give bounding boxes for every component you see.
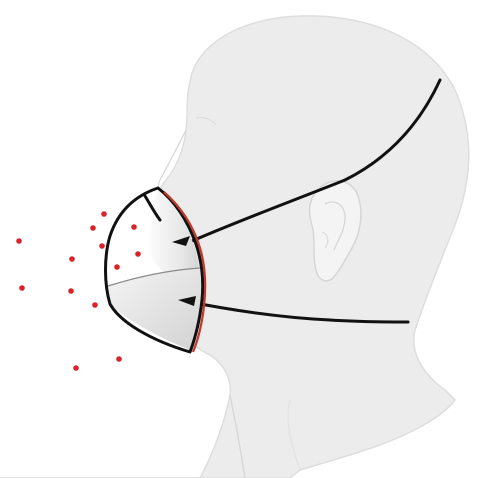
droplet bbox=[19, 285, 25, 291]
head-shape bbox=[0, 16, 469, 478]
droplet bbox=[69, 256, 75, 262]
droplet bbox=[114, 264, 120, 270]
droplet bbox=[99, 243, 105, 249]
droplet bbox=[135, 251, 141, 257]
droplet bbox=[16, 238, 22, 244]
droplet bbox=[92, 302, 98, 308]
droplet bbox=[116, 356, 122, 362]
droplet bbox=[90, 225, 96, 231]
droplet bbox=[131, 224, 137, 230]
droplet bbox=[73, 365, 79, 371]
droplet bbox=[101, 211, 107, 217]
head-silhouette bbox=[0, 16, 469, 478]
droplet bbox=[68, 288, 74, 294]
